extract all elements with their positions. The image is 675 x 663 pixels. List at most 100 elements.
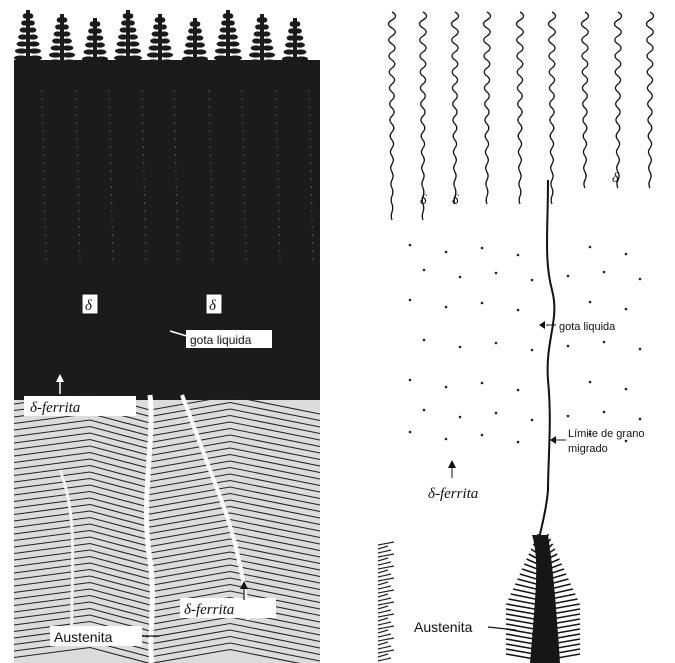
right-edge-streak <box>378 622 391 625</box>
left-dendrite-arm <box>87 35 95 40</box>
left-dendrite-arm <box>262 24 269 29</box>
left-dendrite-arm <box>160 66 174 71</box>
left-dendrite-arm <box>48 80 62 85</box>
left-dendrite-arm <box>248 59 262 64</box>
left-dendrite-arm <box>295 77 309 82</box>
left-dendrite-arm <box>150 38 160 43</box>
left-dendrite-arm <box>14 69 28 74</box>
left-dendrite-arm <box>255 24 262 29</box>
right-ferrite-dot <box>531 349 534 352</box>
right-delta-1-label: δ <box>420 193 427 208</box>
left-dendrite-arm <box>62 66 76 71</box>
left-dendrite-arm <box>290 21 295 26</box>
left-dendrite-arm <box>23 13 28 18</box>
left-dendrite-arm <box>195 84 209 89</box>
left-dendrite-arm <box>195 42 205 47</box>
right-ferrite-dots <box>409 244 642 444</box>
right-ferrite-dot <box>589 246 592 249</box>
right-ferrite-dot <box>459 276 462 279</box>
left-dendrite-arm <box>221 20 228 25</box>
left-dendrite-arm <box>88 28 95 33</box>
right-austenita-pointer <box>488 627 516 630</box>
left-dendrite-arm <box>128 13 133 18</box>
left-dendrite-arm <box>62 24 69 29</box>
left-dendrite-arm <box>128 62 142 67</box>
left-dendrite-arm <box>146 59 160 64</box>
left-dendrite-arm <box>248 73 262 78</box>
left-dendrite-arm <box>195 21 200 26</box>
left-dendrite-arm <box>160 80 174 85</box>
left-dendrite-arm <box>251 45 262 50</box>
left-dendrite-arm <box>128 83 142 88</box>
left-delta-2-label: δ <box>209 298 217 314</box>
left-dendrite-arm <box>184 49 195 54</box>
right-ferrite-dot <box>517 389 520 392</box>
right-dendrite-outline <box>615 12 622 188</box>
left-dendrite-arm <box>262 59 276 64</box>
left-dendrite-arm <box>160 38 170 43</box>
left-dendrite-arm <box>146 66 160 71</box>
left-dendrite-arm <box>160 45 171 50</box>
left-dendrite-arm <box>62 17 67 22</box>
right-dendrite-outline <box>582 12 589 188</box>
left-dendrite-arm <box>160 73 174 78</box>
left-dendrite-arm <box>28 48 41 53</box>
left-dendrite-arm <box>147 52 160 57</box>
right-ferrite-dot <box>481 382 484 385</box>
right-ferrite-dot <box>639 278 642 281</box>
right-ferrite-dot <box>409 379 412 382</box>
left-dendrite-arm <box>128 41 139 46</box>
left-dendrite-arm <box>228 41 239 46</box>
left-dendrite-arm <box>228 69 242 74</box>
right-ferrite-dot <box>639 418 642 421</box>
right-ferrite-dot <box>517 441 520 444</box>
left-dendrite-arm <box>28 83 42 88</box>
right-edge-streak <box>378 586 391 589</box>
left-dendrite-arm <box>287 35 295 40</box>
right-edge-streak <box>378 658 391 661</box>
left-delta-1-label: δ <box>85 298 93 314</box>
left-dendrite-arm <box>195 70 209 75</box>
left-dendrite-arm <box>281 63 295 68</box>
right-ferrite-dot <box>423 269 426 272</box>
left-dendrite-arm <box>295 84 309 89</box>
left-dendrite-arm <box>82 56 95 61</box>
left-dendrite-arm <box>262 45 273 50</box>
left-dendrite-arm <box>295 63 309 68</box>
left-dendrite-arm <box>295 42 305 47</box>
left-dendrite-arm <box>95 56 108 61</box>
left-dendrite-arm <box>228 48 241 53</box>
right-panel: gota liquida Límite de grano migrado δ δ… <box>378 12 654 663</box>
left-dendrite-arm <box>118 34 128 39</box>
right-ferrite-dot <box>567 275 570 278</box>
right-edge-streak <box>378 654 388 657</box>
left-dendrite-arm <box>84 49 95 54</box>
left-dendrite-arm <box>181 63 195 68</box>
left-dendrite-arm <box>160 59 174 64</box>
right-edge-streak <box>378 610 391 613</box>
left-dendrite-arm <box>288 28 295 33</box>
left-dendrite-arm <box>128 20 135 25</box>
left-dendrite-arm <box>14 62 28 67</box>
left-dendrite-arm <box>114 55 128 60</box>
left-dendrite-arm <box>28 34 38 39</box>
right-dendrite-outline <box>517 12 524 204</box>
left-dendrite-arm <box>295 49 306 54</box>
left-dendrite-arm <box>28 13 33 18</box>
left-dendrite-arm <box>252 38 262 43</box>
left-dendrite-arm <box>14 55 28 60</box>
left-dendrite-arm <box>228 62 242 67</box>
left-austenita-label: Austenita <box>54 629 113 645</box>
right-dendrite-outline <box>484 12 491 204</box>
right-edge-streak <box>378 550 391 553</box>
left-dendrite-arm <box>160 52 173 57</box>
left-dendrite-arm <box>195 77 209 82</box>
left-dendrite-arm <box>81 77 95 82</box>
left-dendrite-arm <box>254 31 262 36</box>
right-ferrite-dot <box>409 244 412 247</box>
left-dendrite-arm <box>28 62 42 67</box>
right-ferrite-dot <box>459 346 462 349</box>
left-delta-region <box>14 60 320 400</box>
left-dendrite-arm <box>228 83 242 88</box>
left-dendrite-arm <box>128 48 141 53</box>
